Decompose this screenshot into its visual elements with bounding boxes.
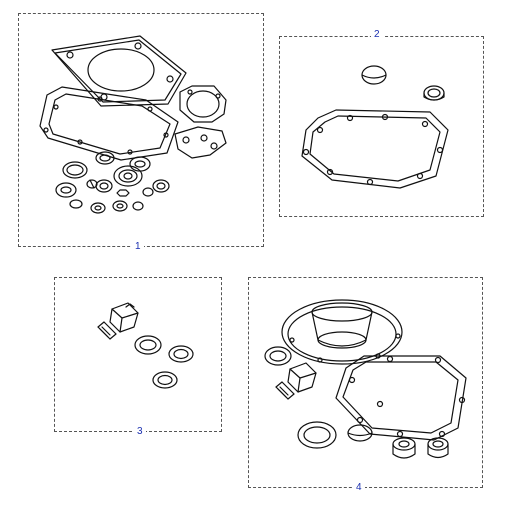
plug-cap — [361, 65, 387, 85]
pan-gasket-kit2 — [301, 109, 449, 189]
pan-gasket-kit1 — [39, 86, 179, 161]
kit-1-label: 1 — [132, 241, 144, 253]
washer-2 — [168, 345, 194, 363]
kit-3-label: 3 — [134, 426, 146, 438]
kit-4-parts — [264, 299, 467, 459]
large-washer-kit4 — [297, 421, 337, 449]
flange-gasket — [51, 35, 187, 107]
sensor-switch — [97, 302, 139, 340]
washer-1 — [134, 335, 162, 355]
seal-ring-kit2 — [423, 85, 445, 101]
kit-3-parts — [97, 302, 194, 389]
kit-1-parts — [39, 35, 227, 214]
small-irregular-gasket — [174, 126, 227, 159]
washer-3 — [152, 371, 178, 389]
kit-4-frame — [248, 277, 483, 488]
seal-cluster — [55, 151, 170, 214]
washer-kit4 — [264, 346, 292, 366]
round-tab-gasket — [179, 85, 227, 123]
sensor-switch-kit4 — [275, 362, 317, 400]
bushing-1 — [392, 437, 416, 459]
kit-2-label: 2 — [371, 29, 383, 41]
pan-gasket-kit4 — [335, 355, 467, 441]
diaphragm-ring — [281, 299, 403, 365]
seal-disc-kit4 — [347, 424, 373, 442]
kit-4-label: 4 — [353, 482, 365, 494]
kit-2-parts — [301, 65, 449, 189]
bushing-2 — [427, 437, 449, 459]
